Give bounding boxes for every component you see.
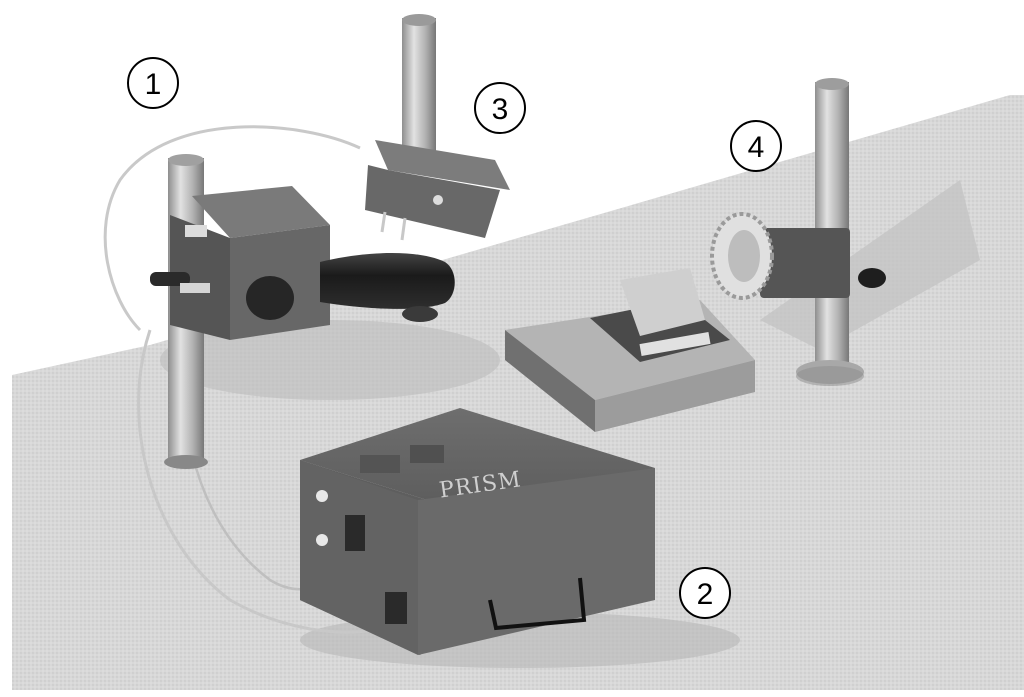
fiber-cable-lower bbox=[137, 329, 411, 634]
module-pin-1 bbox=[380, 211, 387, 233]
box-window-2 bbox=[410, 445, 444, 463]
holder-knob bbox=[858, 268, 886, 288]
module-top bbox=[375, 140, 510, 190]
box-port-1 bbox=[316, 490, 328, 502]
stage-screw bbox=[639, 332, 711, 356]
box-port-2 bbox=[316, 534, 328, 546]
black-arm-foot bbox=[402, 306, 438, 322]
detector-connector bbox=[185, 225, 207, 237]
fiber-cable bbox=[103, 125, 361, 332]
post-right-base-shadow bbox=[796, 366, 864, 386]
post-top-cap bbox=[402, 14, 436, 26]
module-pin-2 bbox=[400, 217, 407, 241]
box-connector bbox=[345, 515, 365, 551]
holder-block bbox=[760, 228, 850, 298]
callout-4: 4 bbox=[730, 120, 782, 172]
post-left-top bbox=[168, 154, 204, 166]
detector-cube-top bbox=[192, 186, 330, 238]
platform-side bbox=[505, 330, 595, 432]
box-window-1 bbox=[360, 455, 400, 473]
box-handle bbox=[488, 577, 587, 631]
box-connector-2 bbox=[385, 592, 407, 624]
callout-1-label: 1 bbox=[145, 68, 162, 101]
callout-3: 3 bbox=[474, 82, 526, 134]
post-top bbox=[402, 18, 436, 158]
post-right bbox=[815, 82, 849, 370]
detector-aperture bbox=[246, 276, 294, 320]
detector-cube-left bbox=[170, 215, 230, 340]
callout-1: 1 bbox=[127, 57, 179, 109]
detector-connector-2 bbox=[180, 283, 210, 293]
black-arm bbox=[320, 253, 455, 309]
detector-clamp bbox=[150, 272, 190, 286]
callout-4-label: 4 bbox=[748, 131, 765, 164]
post-left-base bbox=[164, 455, 208, 469]
box-right bbox=[418, 468, 655, 655]
callout-3-label: 3 bbox=[492, 93, 509, 126]
platform-front bbox=[595, 360, 755, 432]
module-screw bbox=[433, 195, 443, 205]
module-front bbox=[365, 165, 500, 238]
holder-gear-inner bbox=[728, 230, 760, 282]
post-right-top bbox=[815, 78, 849, 90]
callout-2: 2 bbox=[679, 567, 731, 619]
shadow-cube bbox=[160, 320, 500, 400]
stage-block bbox=[620, 268, 705, 336]
callout-2-label: 2 bbox=[697, 578, 714, 611]
